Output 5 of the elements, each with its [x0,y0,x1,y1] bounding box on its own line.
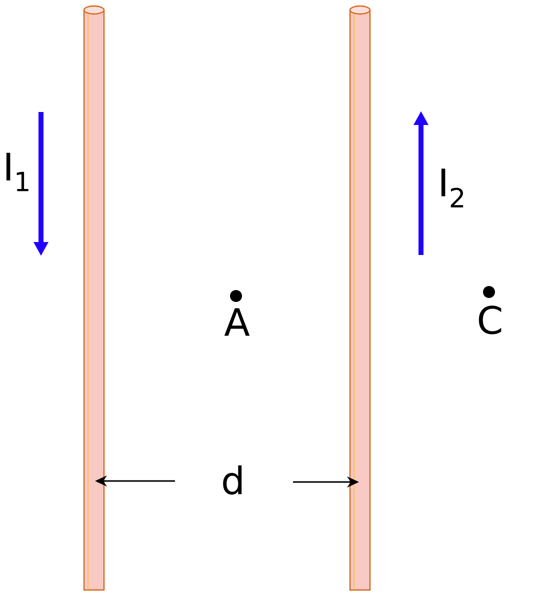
current-label: I$_{1}$ [6,152,28,192]
point-label: C [478,306,502,334]
point-label: A [224,308,250,336]
current-label: I$_{2}$ [441,168,464,208]
dimension-label: d [223,465,242,495]
